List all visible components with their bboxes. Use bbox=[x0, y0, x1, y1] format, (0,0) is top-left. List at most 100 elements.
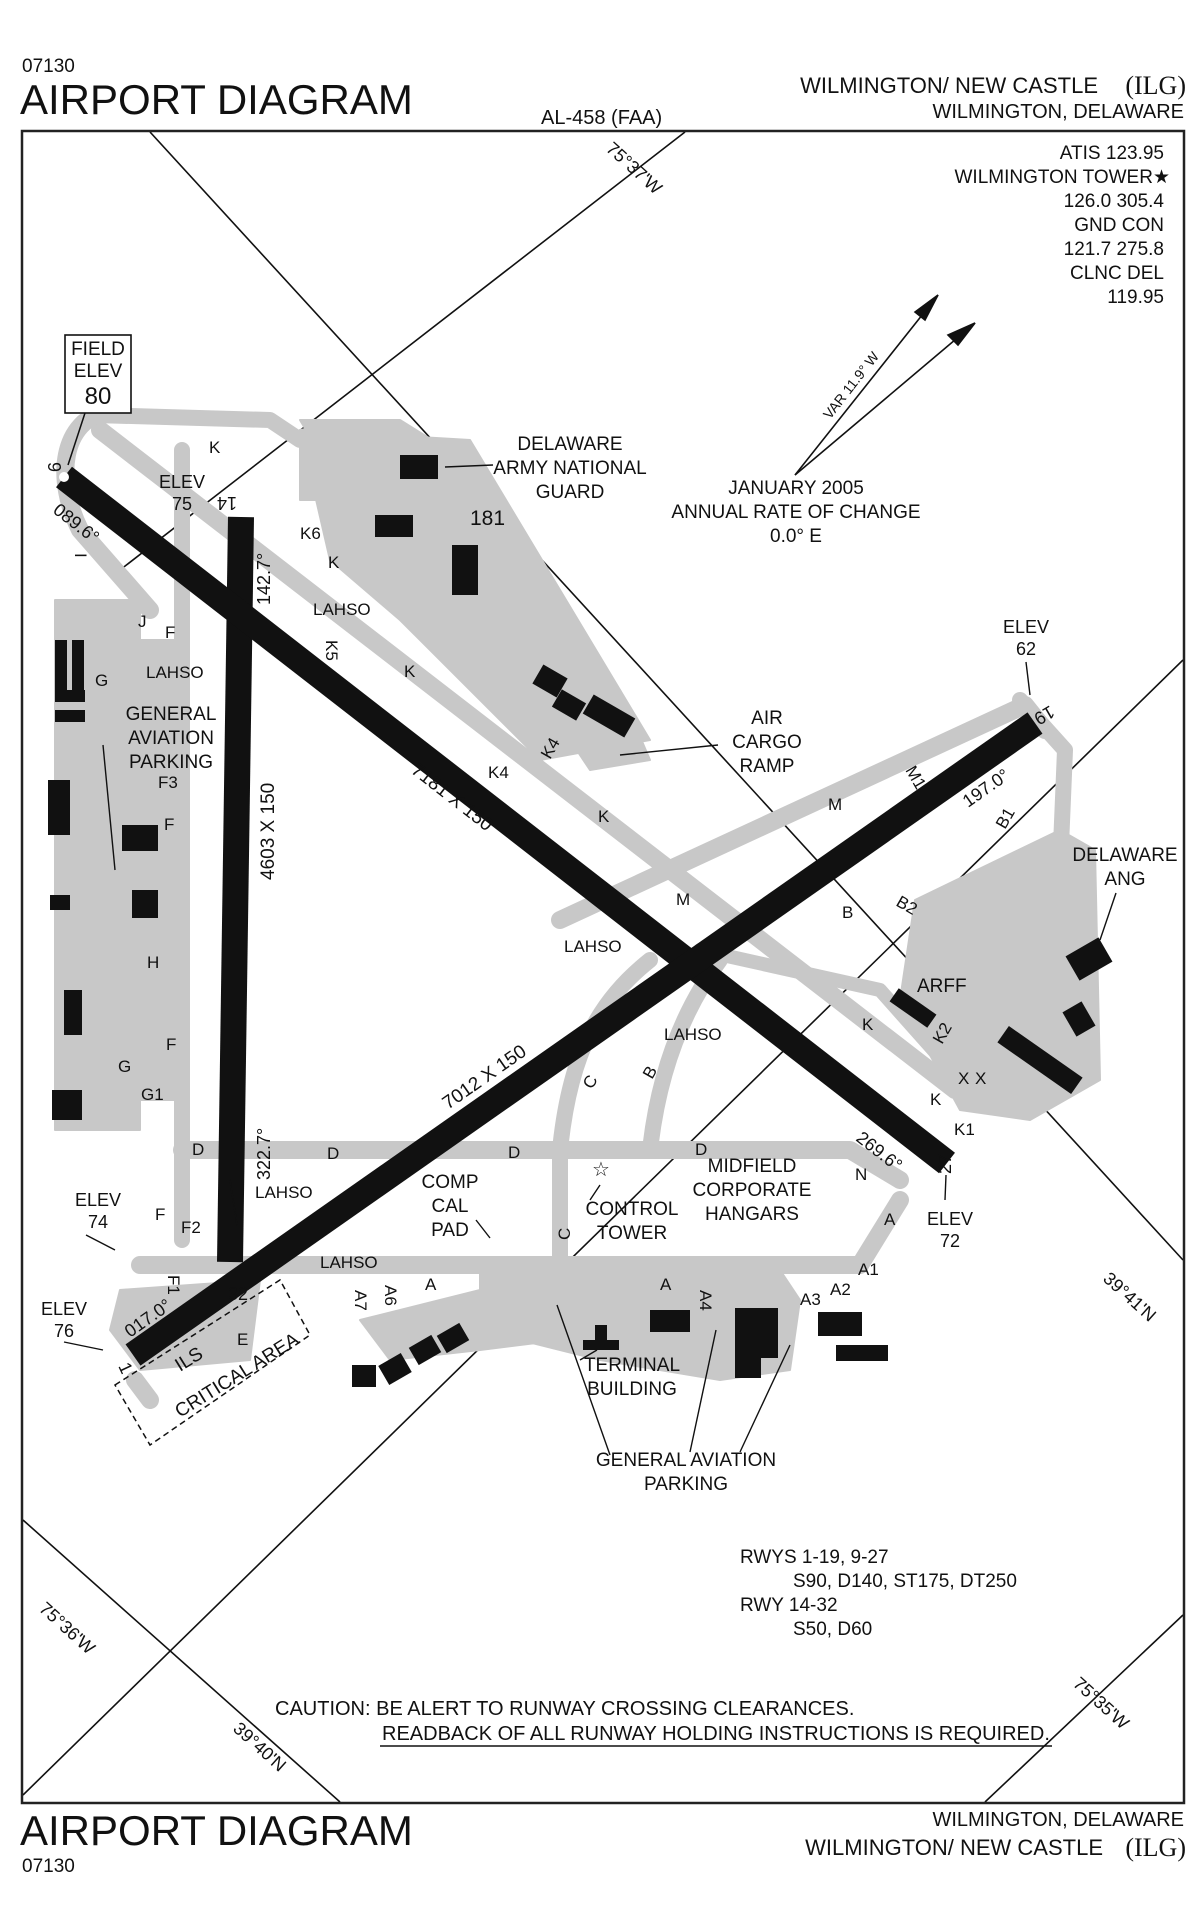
terminal-label: BUILDING bbox=[587, 1379, 677, 1400]
taxiway-label: A bbox=[425, 1275, 437, 1294]
taxiway-label: A3 bbox=[800, 1290, 821, 1309]
cargo-label: RAMP bbox=[740, 756, 795, 777]
taxiway-label: D bbox=[695, 1140, 707, 1159]
building bbox=[50, 895, 70, 910]
footer-volume-code: 07130 bbox=[22, 1856, 75, 1877]
freq-line: 119.95 bbox=[1107, 287, 1164, 308]
runway-end-number: 14 bbox=[217, 493, 237, 513]
taxiway-label: F3 bbox=[158, 773, 178, 792]
building bbox=[532, 664, 568, 698]
building bbox=[551, 689, 587, 721]
elev-value: 74 bbox=[88, 1212, 108, 1232]
runway-end-number: 9 bbox=[44, 462, 64, 472]
freq-line: ATIS 123.95 bbox=[1060, 143, 1164, 164]
taxiway-label: A bbox=[660, 1275, 672, 1294]
building bbox=[650, 1310, 690, 1332]
taxiway-label: M bbox=[828, 795, 842, 814]
bearing-line: S50, D60 bbox=[793, 1619, 872, 1640]
field-elev-box bbox=[64, 334, 132, 414]
taxiway-label: N bbox=[855, 1165, 867, 1184]
building bbox=[436, 1322, 470, 1354]
taxiway-label: A bbox=[884, 1210, 896, 1229]
taxiway-label: A1 bbox=[858, 1260, 879, 1279]
bearing-line: RWY 14-32 bbox=[740, 1595, 838, 1616]
taxiway-label: F bbox=[166, 1035, 176, 1054]
runway-14-32 bbox=[217, 516, 254, 1263]
building bbox=[72, 640, 84, 690]
elev-value: 72 bbox=[940, 1231, 960, 1251]
compcal-label: PAD bbox=[431, 1220, 469, 1241]
delaware-ang-building bbox=[1065, 937, 1113, 981]
leader-lines bbox=[63, 464, 1117, 1456]
taxiway-label: J bbox=[138, 612, 147, 631]
taxiway-label: A6 bbox=[381, 1285, 400, 1306]
midfield-label: CORPORATE bbox=[693, 1180, 812, 1201]
taxiway-label: F1 bbox=[164, 1275, 183, 1295]
compcal-label: CAL bbox=[432, 1196, 469, 1217]
bearing-line: RWYS 1-19, 9-27 bbox=[740, 1547, 889, 1568]
building bbox=[55, 690, 85, 702]
field-elev-value: 80 bbox=[85, 383, 112, 410]
taxiway-label: K bbox=[209, 438, 221, 457]
runway-heading: 142.7° bbox=[254, 553, 274, 605]
buildings bbox=[48, 455, 1113, 1387]
ga-parking-label: GENERAL bbox=[126, 704, 217, 725]
elev-label: ELEV bbox=[75, 1190, 121, 1210]
taxiway-label: A7 bbox=[351, 1290, 370, 1311]
taxiway-label: A2 bbox=[830, 1280, 851, 1299]
freq-line: WILMINGTON TOWER★ bbox=[955, 167, 1171, 188]
lat-label: 39°40'N bbox=[229, 1718, 290, 1775]
taxiway-label: G1 bbox=[141, 1085, 164, 1104]
elev-value: 75 bbox=[172, 494, 192, 514]
taxiway-label: F2 bbox=[181, 1218, 201, 1237]
building bbox=[132, 890, 158, 918]
lahso-label: LAHSO bbox=[320, 1253, 378, 1272]
ang-label: DELAWARE bbox=[1072, 845, 1177, 866]
tower-label: TOWER bbox=[597, 1223, 667, 1244]
building bbox=[122, 825, 158, 851]
building bbox=[452, 545, 478, 595]
guard-label: GUARD bbox=[536, 482, 605, 503]
control-tower-icon: ☆ bbox=[592, 1159, 610, 1181]
building bbox=[836, 1345, 888, 1361]
compcal-label: COMP bbox=[422, 1172, 479, 1193]
taxiway-label: E bbox=[237, 1330, 248, 1349]
building bbox=[48, 780, 70, 835]
taxiway-label: B bbox=[842, 903, 853, 922]
taxiway-label: C bbox=[555, 1228, 574, 1240]
taxiway-label: H bbox=[147, 953, 159, 972]
taxiway-label: F bbox=[155, 1205, 165, 1224]
lahso-label: LAHSO bbox=[255, 1183, 313, 1202]
runway-end-number: 27 bbox=[935, 1154, 955, 1174]
building bbox=[64, 990, 82, 1035]
elev-label: ELEV bbox=[41, 1299, 87, 1319]
elev-label: ELEV bbox=[159, 472, 205, 492]
taxiway-label: G bbox=[118, 1057, 131, 1076]
footer-city: WILMINGTON, DELAWARE bbox=[932, 1809, 1184, 1831]
freq-line: 126.0 305.4 bbox=[1064, 191, 1165, 212]
footer-airport-name: WILMINGTON/ NEW CASTLE bbox=[805, 1835, 1103, 1860]
taxiway-label: K4 bbox=[488, 763, 509, 782]
cargo-label: CARGO bbox=[732, 732, 802, 753]
north-arrow-icon bbox=[794, 294, 976, 476]
guard-label: DELAWARE bbox=[517, 434, 622, 455]
variation-label: VAR 11.9° W bbox=[820, 348, 883, 422]
building bbox=[375, 515, 413, 537]
taxiway-label: A4 bbox=[696, 1290, 715, 1311]
lon-label: 75°36'W bbox=[35, 1598, 99, 1658]
terminal-building bbox=[583, 1340, 619, 1350]
building bbox=[582, 694, 636, 738]
runway-end-number: 32 bbox=[228, 1284, 248, 1304]
building bbox=[378, 1352, 412, 1386]
taxiway-label: K bbox=[328, 553, 340, 572]
taxiway-label: F bbox=[164, 815, 174, 834]
taxiway-label: M bbox=[676, 890, 690, 909]
runway-9-27 bbox=[56, 466, 955, 1174]
taxiway-label: G bbox=[95, 671, 108, 690]
building bbox=[408, 1334, 442, 1366]
guard-label: ARMY NATIONAL bbox=[493, 458, 646, 479]
midfield-label: HANGARS bbox=[705, 1204, 799, 1225]
page-title: AIRPORT DIAGRAM bbox=[20, 76, 413, 123]
tower-label: CONTROL bbox=[586, 1199, 679, 1220]
arff-label: ARFF bbox=[917, 976, 967, 997]
